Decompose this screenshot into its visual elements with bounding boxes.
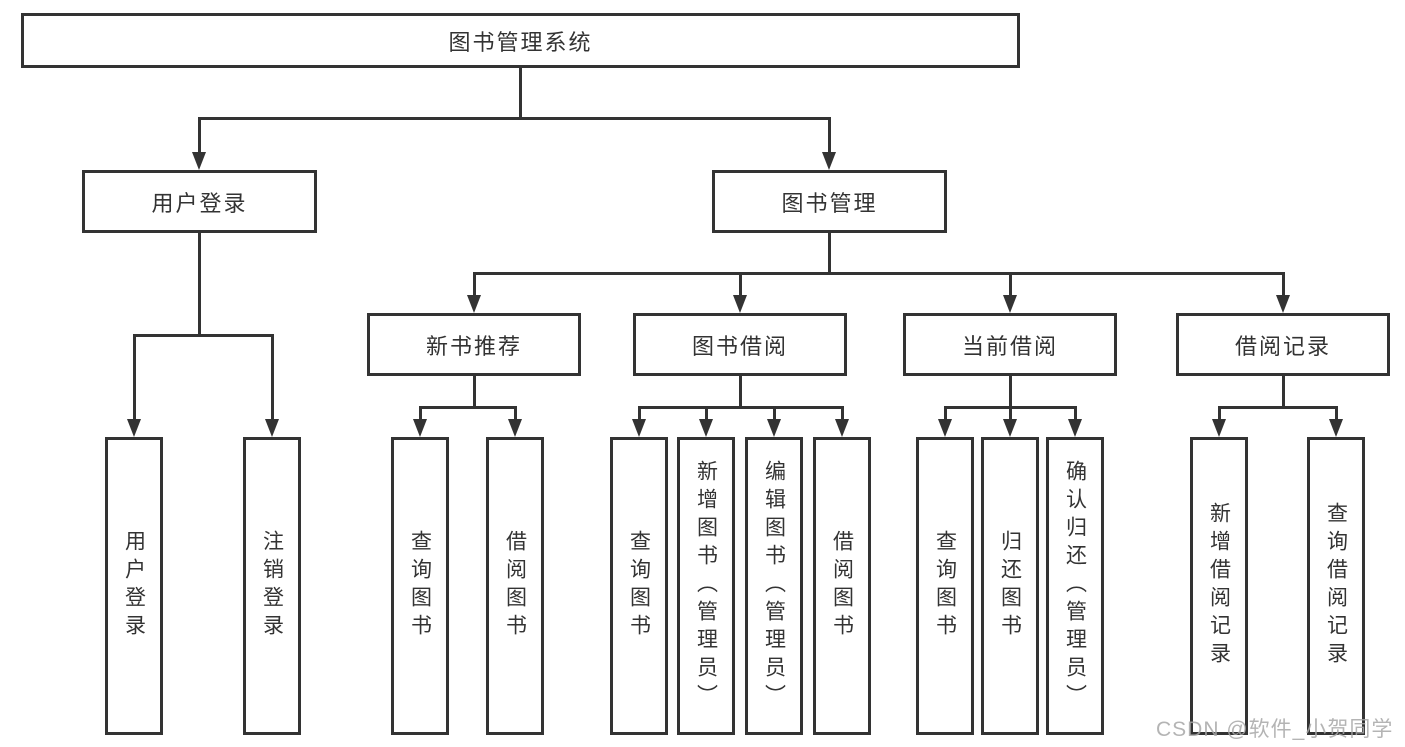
- connector-drop-br-query: [1335, 406, 1338, 421]
- connector-current-borrow-stem: [1009, 376, 1012, 407]
- leaf-nb-borrow-books-label: 借阅图书: [503, 530, 527, 642]
- connector-book-borrow-bus: [638, 406, 844, 409]
- arrowhead-bb-edit: [767, 419, 781, 437]
- arrowhead-new-books: [467, 295, 481, 313]
- connector-drop-cb-query: [944, 406, 947, 421]
- leaf-br-query-record-label: 查询借阅记录: [1324, 502, 1348, 670]
- leaf-logout-label: 注销登录: [260, 530, 284, 642]
- connector-borrow-records-stem: [1282, 376, 1285, 407]
- arrowhead-cb-query: [938, 419, 952, 437]
- arrowhead-br-query: [1329, 419, 1343, 437]
- connector-drop-user-login: [198, 117, 201, 154]
- connector-borrow-records-bus: [1218, 406, 1338, 409]
- node-book-borrow: 图书借阅: [633, 313, 847, 376]
- leaf-bb-borrow-books-label: 借阅图书: [830, 530, 854, 642]
- connector-user-login-stem: [198, 233, 201, 335]
- connector-drop-bb-borrow: [841, 406, 844, 421]
- leaf-user-login: 用户登录: [105, 437, 163, 735]
- leaf-bb-edit-books-admin: 编辑图书（管理员）: [745, 437, 803, 735]
- node-book-management-label: 图书管理: [781, 190, 878, 216]
- arrowhead-nb-borrow: [508, 419, 522, 437]
- node-root-label: 图书管理系统: [448, 29, 593, 55]
- leaf-cb-return-books: 归还图书: [981, 437, 1039, 735]
- connector-drop-book-management: [828, 117, 831, 154]
- leaf-nb-borrow-books: 借阅图书: [486, 437, 544, 735]
- connector-new-books-bus: [419, 406, 517, 409]
- leaf-nb-query-books: 查询图书: [391, 437, 449, 735]
- node-borrow-records-label: 借阅记录: [1234, 333, 1331, 359]
- arrowhead-user-login: [192, 152, 206, 170]
- leaf-br-add-record-label: 新增借阅记录: [1207, 502, 1231, 670]
- connector-drop-bb-edit: [773, 406, 776, 421]
- node-current-borrow: 当前借阅: [903, 313, 1117, 376]
- node-root: 图书管理系统: [21, 13, 1020, 68]
- leaf-cb-query-books: 查询图书: [916, 437, 974, 735]
- connector-root-bus: [198, 117, 831, 120]
- leaf-nb-query-books-label: 查询图书: [408, 530, 432, 642]
- leaf-br-query-record: 查询借阅记录: [1307, 437, 1365, 735]
- connector-book-borrow-stem: [739, 376, 742, 407]
- connector-drop-new-books: [473, 272, 476, 297]
- connector-drop-cb-return: [1009, 406, 1012, 421]
- connector-drop-login-leaf: [133, 334, 136, 421]
- csdn-watermark: CSDN @软件_小贺同学: [1156, 718, 1394, 741]
- arrowhead-bb-add: [699, 419, 713, 437]
- arrowhead-bb-borrow: [835, 419, 849, 437]
- arrowhead-cb-return: [1003, 419, 1017, 437]
- connector-book-management-stem: [828, 233, 831, 273]
- leaf-cb-confirm-return-admin: 确认归还（管理员）: [1046, 437, 1104, 735]
- node-book-borrow-label: 图书借阅: [691, 333, 788, 359]
- connector-drop-cb-confirm: [1074, 406, 1077, 421]
- leaf-bb-query-books-label: 查询图书: [627, 530, 651, 642]
- connector-drop-nb-query: [419, 406, 422, 421]
- leaf-bb-edit-books-admin-label: 编辑图书（管理员）: [762, 460, 786, 712]
- arrowhead-bb-query: [632, 419, 646, 437]
- node-user-login: 用户登录: [82, 170, 317, 233]
- leaf-bb-borrow-books: 借阅图书: [813, 437, 871, 735]
- connector-drop-br-add: [1218, 406, 1221, 421]
- arrowhead-logout-leaf: [265, 419, 279, 437]
- connector-user-login-bus: [133, 334, 274, 337]
- node-new-books-label: 新书推荐: [425, 333, 522, 359]
- connector-drop-logout-leaf: [271, 334, 274, 421]
- arrowhead-nb-query: [413, 419, 427, 437]
- leaf-cb-query-books-label: 查询图书: [933, 530, 957, 642]
- leaf-bb-add-books-admin: 新增图书（管理员）: [677, 437, 735, 735]
- connector-drop-bb-add: [705, 406, 708, 421]
- arrowhead-br-add: [1212, 419, 1226, 437]
- arrowhead-login-leaf: [127, 419, 141, 437]
- connector-drop-nb-borrow: [514, 406, 517, 421]
- connector-drop-borrow-records: [1282, 272, 1285, 297]
- connector-drop-current-borrow: [1009, 272, 1012, 297]
- node-current-borrow-label: 当前借阅: [961, 333, 1058, 359]
- leaf-cb-return-books-label: 归还图书: [998, 530, 1022, 642]
- node-user-login-label: 用户登录: [151, 190, 248, 216]
- connector-new-books-stem: [473, 376, 476, 407]
- node-new-books: 新书推荐: [367, 313, 581, 376]
- connector-drop-bb-query: [638, 406, 641, 421]
- arrowhead-cb-confirm: [1068, 419, 1082, 437]
- leaf-user-login-label: 用户登录: [122, 530, 146, 642]
- arrowhead-book-management: [822, 152, 836, 170]
- leaf-bb-add-books-admin-label: 新增图书（管理员）: [694, 460, 718, 712]
- leaf-br-add-record: 新增借阅记录: [1190, 437, 1248, 735]
- node-book-management: 图书管理: [712, 170, 947, 233]
- connector-book-management-bus: [473, 272, 1285, 275]
- arrowhead-book-borrow: [733, 295, 747, 313]
- leaf-logout: 注销登录: [243, 437, 301, 735]
- connector-root-stem: [519, 68, 522, 118]
- arrowhead-borrow-records: [1276, 295, 1290, 313]
- arrowhead-current-borrow: [1003, 295, 1017, 313]
- connector-drop-book-borrow: [739, 272, 742, 297]
- leaf-cb-confirm-return-admin-label: 确认归还（管理员）: [1063, 460, 1087, 712]
- node-borrow-records: 借阅记录: [1176, 313, 1390, 376]
- leaf-bb-query-books: 查询图书: [610, 437, 668, 735]
